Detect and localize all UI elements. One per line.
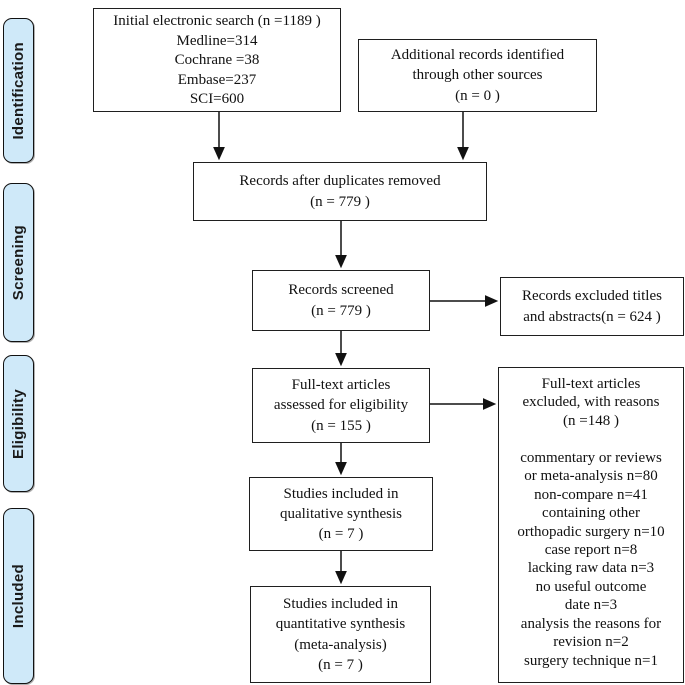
box-line: Records excluded titles (522, 288, 662, 305)
box-line: Studies included in (283, 596, 398, 612)
box-line: (n = 0 ) (455, 87, 500, 104)
box-line: Cochrane =38 (174, 52, 260, 69)
box-line: Additional records identified (390, 47, 565, 64)
box-line: lacking raw data n=3 (527, 560, 655, 577)
box-line: assessed for eligibility (273, 397, 409, 414)
stage-label-identification-text: Identification (10, 41, 27, 140)
box-line: excluded, with reasons (522, 394, 660, 411)
box-line: (n = 779 ) (311, 302, 371, 319)
box-line: through other sources (412, 67, 543, 84)
box-line: or meta-analysis n=80 (524, 468, 658, 485)
box-line: non-compare n=41 (534, 486, 648, 503)
stage-label-included-text: Included (10, 563, 27, 629)
box-line: qualitative synthesis (279, 505, 403, 522)
box-fulltext-assessed: Full-text articles assessed for eligibil… (252, 368, 430, 443)
box-qualitative-synthesis: Studies included in qualitative synthesi… (249, 477, 433, 551)
stage-label-screening-text: Screening (10, 224, 27, 301)
box-line: commentary or reviews (520, 449, 662, 466)
box-records-excluded: Records excluded titles and abstracts(n … (500, 277, 684, 336)
box-line: and abstracts(n = 624 ) (523, 308, 661, 325)
stage-label-included: Included (3, 508, 34, 684)
box-fulltext-excluded: Full-text articles excluded, with reason… (498, 367, 684, 683)
box-line: (meta-analysis) (294, 636, 387, 653)
box-line: (n = 779 ) (310, 193, 370, 210)
stage-label-eligibility-text: Eligibility (10, 388, 27, 459)
box-line: containing other (542, 505, 640, 522)
box-quantitative-synthesis: Studies included in quantitative synthes… (250, 586, 431, 683)
box-initial-search: Initial electronic search (n =1189 ) Med… (93, 8, 341, 112)
box-line: Records after duplicates removed (239, 173, 441, 190)
box-line: quantitative synthesis (275, 616, 406, 633)
box-line: Full-text articles (291, 377, 391, 394)
box-line: SCI=600 (189, 91, 245, 108)
box-line: (n = 155 ) (311, 417, 371, 434)
box-line: Records screened (288, 282, 394, 299)
box-line: orthopadic surgery n=10 (517, 523, 665, 540)
box-additional-records: Additional records identified through ot… (358, 39, 597, 112)
box-duplicates-removed: Records after duplicates removed (n = 77… (193, 162, 487, 221)
stage-label-eligibility: Eligibility (3, 355, 34, 492)
box-records-screened: Records screened (n = 779 ) (252, 270, 430, 331)
stage-label-identification: Identification (3, 18, 34, 163)
stage-label-screening: Screening (3, 183, 34, 342)
box-line: surgery technique n=1 (524, 652, 658, 669)
box-line: Full-text articles (541, 376, 641, 392)
box-line: no useful outcome (535, 578, 647, 595)
box-line: (n = 7 ) (318, 526, 364, 543)
box-line: (n =148 ) (563, 412, 619, 429)
box-line: Initial electronic search (n =1189 ) (113, 13, 321, 30)
box-line: (n = 7 ) (318, 656, 363, 673)
box-line: Embase=237 (177, 71, 257, 88)
box-line: date n=3 (564, 597, 618, 614)
box-line: revision n=2 (553, 634, 629, 651)
box-line: case report n=8 (544, 541, 638, 558)
box-line: Studies included in (283, 485, 399, 502)
box-line: analysis the reasons for (520, 615, 662, 632)
box-line: Medline=314 (176, 32, 258, 49)
